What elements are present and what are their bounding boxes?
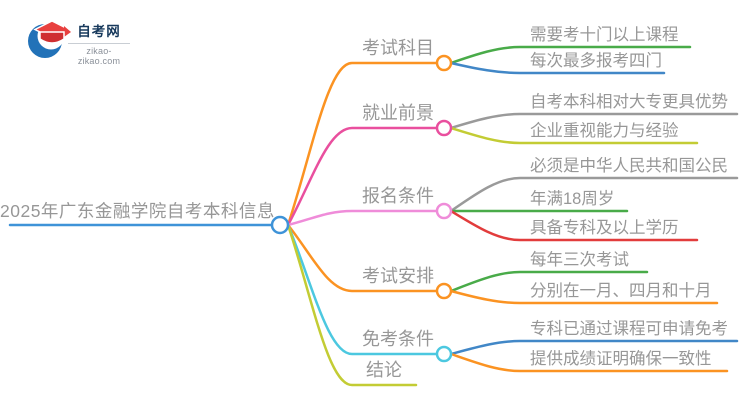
child-label-exam-schedule-1: 分别在一月、四月和十月 bbox=[530, 282, 712, 300]
child-label-career-prospects-1: 企业重视能力与经验 bbox=[530, 122, 679, 140]
site-logo: 自考网 zikao-zikao.com bbox=[26, 12, 136, 66]
child-connector-registration-requirements-2 bbox=[449, 209, 699, 242]
child-connector-exemption-conditions-1 bbox=[449, 352, 729, 373]
child-label-exemption-conditions-1: 提供成绩证明确保一致性 bbox=[530, 350, 712, 368]
branch-connector-career-prospects bbox=[286, 126, 446, 227]
node-circle-career-prospects bbox=[435, 119, 453, 137]
branch-connector-registration-requirements bbox=[286, 209, 446, 227]
node-circle-exam-subjects bbox=[435, 54, 453, 72]
child-label-registration-requirements-0: 必须是中华人民共和国公民 bbox=[530, 157, 728, 175]
logo-title: 自考网 bbox=[77, 24, 121, 39]
branch-connector-exam-subjects bbox=[286, 61, 446, 227]
child-connector-exam-schedule-0 bbox=[449, 270, 649, 293]
graduation-cap-icon bbox=[28, 20, 71, 58]
branch-label-conclusion: 结论 bbox=[366, 360, 402, 380]
branch-label-exemption-conditions: 免考条件 bbox=[362, 329, 434, 349]
child-label-registration-requirements-1: 年满18周岁 bbox=[530, 190, 615, 208]
branch-connector-conclusion bbox=[286, 223, 418, 387]
child-label-exam-subjects-0: 需要考十门以上课程 bbox=[530, 26, 679, 44]
child-label-career-prospects-0: 自考本科相对大专更具优势 bbox=[530, 93, 728, 111]
root-node-label: 2025年广东金融学院自考本科信息 bbox=[0, 201, 275, 221]
child-connector-career-prospects-1 bbox=[449, 126, 699, 145]
child-label-exam-schedule-0: 每年三次考试 bbox=[530, 251, 629, 269]
child-connector-career-prospects-0 bbox=[449, 112, 739, 130]
branch-connector-exam-schedule bbox=[286, 223, 446, 293]
branch-connector-exemption-conditions bbox=[286, 223, 446, 356]
child-connector-registration-requirements-0 bbox=[449, 176, 739, 213]
root-node-circle bbox=[270, 215, 290, 235]
child-connector-exemption-conditions-0 bbox=[449, 339, 739, 356]
node-circle-exemption-conditions bbox=[435, 345, 453, 363]
child-label-exam-subjects-1: 每次最多报考四门 bbox=[530, 52, 662, 70]
child-label-registration-requirements-2: 具备专科及以上学历 bbox=[530, 219, 679, 237]
logo-divider bbox=[68, 43, 130, 44]
branch-label-exam-subjects: 考试科目 bbox=[362, 38, 434, 58]
child-label-exemption-conditions-0: 专科已通过课程可申请免考 bbox=[530, 320, 728, 338]
logo-domain: zikao-zikao.com bbox=[77, 46, 121, 66]
child-connector-exam-subjects-0 bbox=[449, 45, 692, 65]
node-circle-exam-schedule bbox=[435, 282, 453, 300]
child-connector-exam-subjects-1 bbox=[449, 61, 666, 75]
node-circle-registration-requirements bbox=[435, 202, 453, 220]
branch-label-career-prospects: 就业前景 bbox=[362, 103, 434, 123]
branch-label-registration-requirements: 报名条件 bbox=[362, 186, 434, 206]
child-connector-exam-schedule-1 bbox=[449, 289, 719, 305]
branch-label-exam-schedule: 考试安排 bbox=[362, 266, 434, 286]
